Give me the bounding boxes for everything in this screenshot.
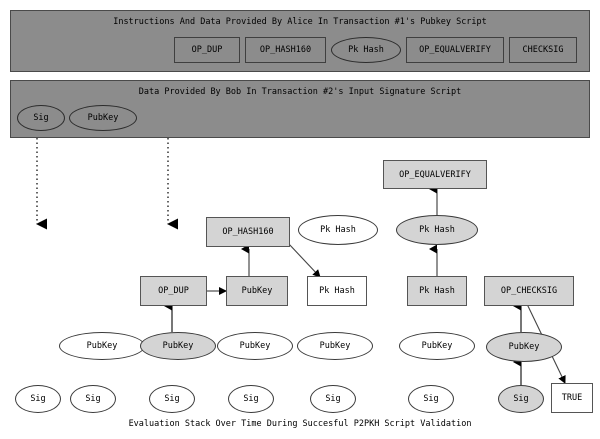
stack-cell-sig-active[interactable]: Sig: [498, 385, 544, 413]
stack-cell-sig[interactable]: Sig: [70, 385, 116, 413]
pubkey-script-item-op-equalverify[interactable]: OP_EQUALVERIFY: [406, 37, 504, 63]
stack-cell-pubkey[interactable]: PubKey: [399, 332, 475, 360]
stack-cell-sig[interactable]: Sig: [408, 385, 454, 413]
pubkey-script-item-op-dup[interactable]: OP_DUP: [174, 37, 240, 63]
pubkey-script-item-op-hash160[interactable]: OP_HASH160: [245, 37, 326, 63]
stack-cell-op-checksig[interactable]: OP_CHECKSIG: [484, 276, 574, 306]
stack-cell-sig[interactable]: Sig: [149, 385, 195, 413]
stack-cell-pk-hash-active[interactable]: Pk Hash: [407, 276, 467, 306]
signature-script-item-pubkey[interactable]: PubKey: [69, 105, 137, 131]
stack-cell-true-result[interactable]: TRUE: [551, 383, 593, 413]
stack-cell-pubkey-active[interactable]: PubKey: [140, 332, 216, 360]
figure-caption: Evaluation Stack Over Time During Succes…: [128, 419, 472, 429]
stack-cell-pubkey-duplicated[interactable]: PubKey: [226, 276, 288, 306]
stack-cell-sig[interactable]: Sig: [228, 385, 274, 413]
stack-cell-sig[interactable]: Sig: [310, 385, 356, 413]
signature-script-panel: Data Provided By Bob In Transaction #2's…: [10, 80, 590, 138]
stack-cell-op-equalverify[interactable]: OP_EQUALVERIFY: [383, 160, 487, 189]
stack-cell-pubkey[interactable]: PubKey: [59, 332, 145, 360]
stack-cell-pubkey-active[interactable]: PubKey: [486, 332, 562, 362]
pubkey-script-item-pk-hash[interactable]: Pk Hash: [331, 37, 401, 63]
stack-cell-pk-hash-active[interactable]: Pk Hash: [396, 215, 478, 245]
stack-cell-pubkey[interactable]: PubKey: [217, 332, 293, 360]
stack-cell-sig[interactable]: Sig: [15, 385, 61, 413]
pubkey-script-item-checksig[interactable]: CHECKSIG: [509, 37, 577, 63]
stack-cell-pubkey[interactable]: PubKey: [297, 332, 373, 360]
stack-cell-op-dup[interactable]: OP_DUP: [140, 276, 207, 306]
stack-cell-pk-hash[interactable]: Pk Hash: [307, 276, 367, 306]
pubkey-script-panel-title: Instructions And Data Provided By Alice …: [113, 17, 487, 27]
stack-cell-op-hash160[interactable]: OP_HASH160: [206, 217, 290, 247]
signature-script-panel-title: Data Provided By Bob In Transaction #2's…: [138, 87, 462, 97]
pubkey-script-panel: Instructions And Data Provided By Alice …: [10, 10, 590, 72]
stack-cell-pk-hash[interactable]: Pk Hash: [298, 215, 378, 245]
signature-script-item-sig[interactable]: Sig: [17, 105, 65, 131]
wire-op-hash160-to-pk-hash: [287, 242, 321, 278]
